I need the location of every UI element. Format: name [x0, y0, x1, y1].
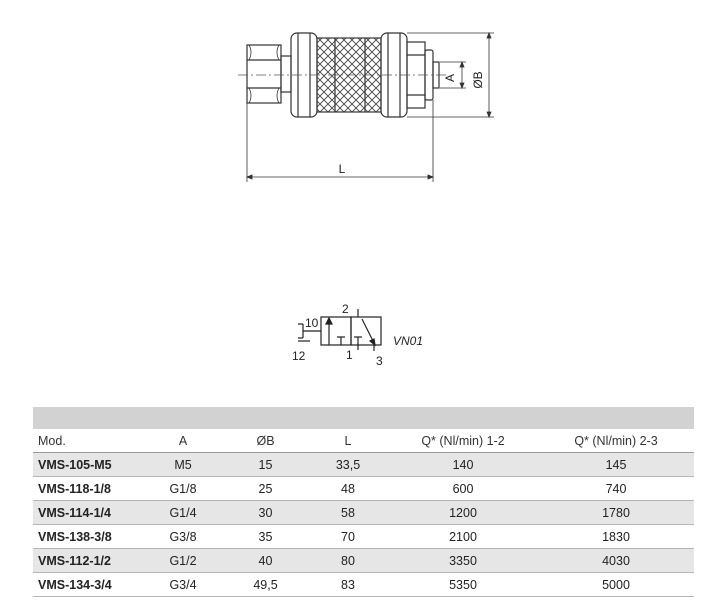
- cell-l: 33,5: [308, 452, 388, 477]
- cell-flow-2-3: 1830: [538, 524, 694, 549]
- col-header-model: Mod.: [33, 429, 143, 453]
- port-12-label: 12: [292, 349, 306, 363]
- hex-nut: [246, 44, 282, 104]
- cell-flow-2-3: 740: [538, 476, 694, 501]
- dim-a-label: A: [443, 74, 457, 82]
- cell-model: VMS-134-3/4: [33, 572, 143, 597]
- col-header-a: A: [143, 429, 223, 453]
- cell-b: 30: [223, 500, 308, 525]
- table-row: VMS-118-1/8 G1/8 25 48 600 740: [33, 476, 694, 501]
- table-row: VMS-138-3/8 G3/8 35 70 2100 1830: [33, 524, 694, 549]
- cell-flow-1-2: 1200: [388, 500, 538, 525]
- cell-b: 40: [223, 548, 308, 573]
- cell-b: 25: [223, 476, 308, 501]
- cell-model: VMS-118-1/8: [33, 476, 143, 501]
- cell-flow-1-2: 3350: [388, 548, 538, 573]
- dim-l-label: L: [339, 162, 346, 176]
- cell-flow-1-2: 600: [388, 476, 538, 501]
- cell-l: 83: [308, 572, 388, 597]
- valve-box-left: [320, 316, 352, 346]
- cell-flow-1-2: 140: [388, 452, 538, 477]
- table-header-row: Mod. A ØB L Q* (Nl/min) 1-2 Q* (Nl/min) …: [33, 429, 694, 453]
- valve-drawing: A ØB L: [238, 31, 494, 182]
- cell-model: VMS-138-3/8: [33, 524, 143, 549]
- cell-l: 48: [308, 476, 388, 501]
- spec-table: Mod. A ØB L Q* (Nl/min) 1-2 Q* (Nl/min) …: [33, 429, 694, 597]
- cell-flow-2-3: 5000: [538, 572, 694, 597]
- table-row: VMS-114-1/4 G1/4 30 58 1200 1780: [33, 500, 694, 525]
- col-header-l: L: [308, 429, 388, 453]
- cell-flow-1-2: 2100: [388, 524, 538, 549]
- cell-a: G1/2: [143, 548, 223, 573]
- cell-l: 70: [308, 524, 388, 549]
- col-header-flow-2-3: Q* (Nl/min) 2-3: [538, 429, 694, 453]
- port-10-label: 10: [305, 316, 319, 330]
- table-row: VMS-134-3/4 G3/4 49,5 83 5350 5000: [33, 572, 694, 597]
- port-2-label: 2: [342, 302, 349, 316]
- valve-code-label: VN01: [393, 334, 423, 348]
- cell-l: 80: [308, 548, 388, 573]
- valve-box-right: [350, 316, 382, 346]
- cell-model: VMS-112-1/2: [33, 548, 143, 573]
- cell-b: 49,5: [223, 572, 308, 597]
- cell-b: 35: [223, 524, 308, 549]
- cell-flow-2-3: 145: [538, 452, 694, 477]
- cell-a: G1/4: [143, 500, 223, 525]
- cell-flow-1-2: 5350: [388, 572, 538, 597]
- cell-l: 58: [308, 500, 388, 525]
- table-row: VMS-105-M5 M5 15 33,5 140 145: [33, 452, 694, 477]
- spec-table-container: Mod. A ØB L Q* (Nl/min) 1-2 Q* (Nl/min) …: [33, 407, 694, 597]
- cell-a: G3/4: [143, 572, 223, 597]
- dim-b-label: ØB: [471, 71, 485, 88]
- cell-flow-2-3: 4030: [538, 548, 694, 573]
- cell-model: VMS-105-M5: [33, 452, 143, 477]
- table-row: VMS-112-1/2 G1/2 40 80 3350 4030: [33, 548, 694, 573]
- col-header-b: ØB: [223, 429, 308, 453]
- cell-a: G3/8: [143, 524, 223, 549]
- col-header-flow-1-2: Q* (Nl/min) 1-2: [388, 429, 538, 453]
- table-title-band: [33, 407, 694, 429]
- port-3-label: 3: [376, 354, 383, 368]
- cell-model: VMS-114-1/4: [33, 500, 143, 525]
- cell-a: M5: [143, 452, 223, 477]
- cell-a: G1/8: [143, 476, 223, 501]
- port-1-label: 1: [346, 348, 353, 362]
- valve-symbol: 2 10 12 1 3 VN01: [292, 302, 423, 368]
- cell-b: 15: [223, 452, 308, 477]
- cell-flow-2-3: 1780: [538, 500, 694, 525]
